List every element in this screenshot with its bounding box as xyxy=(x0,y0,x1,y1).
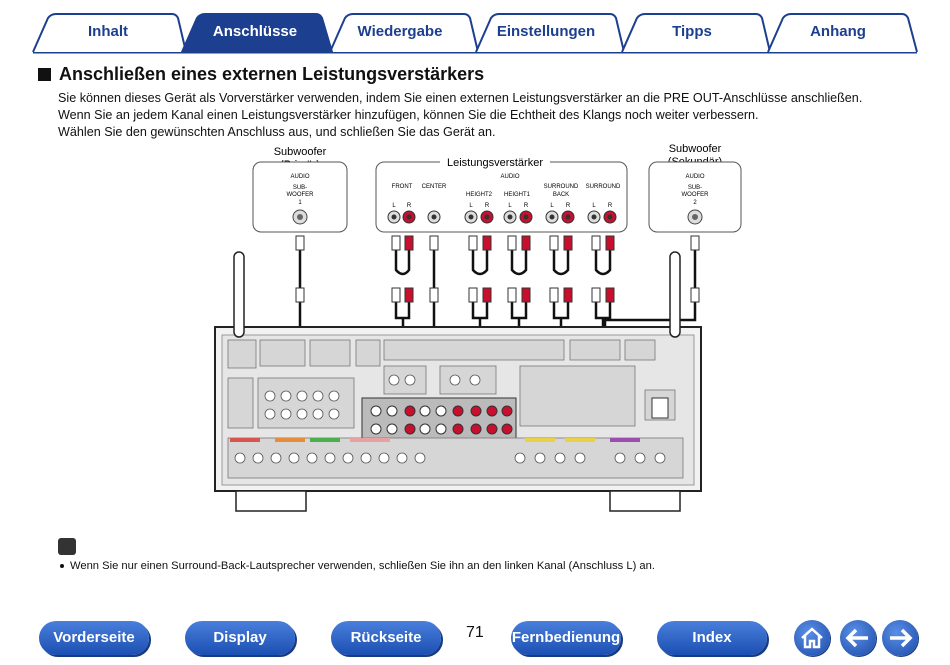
note-text: Wenn Sie nur einen Surround-Back-Lautspr… xyxy=(70,560,655,572)
subwoofer-primary: Subwoofer (Primär) AUDIO SUB- WOOFER 1 xyxy=(252,146,348,233)
tab-anschluesse[interactable]: Anschlüsse xyxy=(212,23,298,40)
tab-tipps[interactable]: Tipps xyxy=(672,23,712,40)
nav-fernbedienung-button[interactable]: Fernbedienung xyxy=(511,621,621,655)
amp-sb: BACK xyxy=(553,192,569,198)
sub1-title: Subwoofer xyxy=(274,146,327,158)
amp-front: FRONT xyxy=(392,184,413,190)
amp-center: CENTER xyxy=(422,184,447,190)
pencil-icon xyxy=(58,538,76,555)
amp-title: Leistungsverstärker xyxy=(447,157,543,169)
sub1-label: WOOFER xyxy=(287,192,315,198)
lr-label: R xyxy=(608,203,613,209)
home-button[interactable] xyxy=(794,620,830,656)
lr-label: R xyxy=(566,203,571,209)
back-arrow-icon xyxy=(845,628,868,648)
sub2-label: WOOFER xyxy=(682,192,710,198)
tab-shapes xyxy=(32,13,918,54)
lr-label: R xyxy=(485,203,490,209)
intro-line: Wenn Sie an jedem Kanal einen Leistungsv… xyxy=(58,108,759,122)
plug-heads xyxy=(295,235,700,303)
nav-vorderseite-button[interactable]: Vorderseite xyxy=(39,621,149,655)
home-icon xyxy=(801,627,823,649)
tab-wiedergabe[interactable]: Wiedergabe xyxy=(357,23,443,40)
lr-label: L xyxy=(469,203,473,209)
lr-label: L xyxy=(592,203,596,209)
lr-label: R xyxy=(524,203,529,209)
sub2-audio: AUDIO xyxy=(685,174,704,180)
sub1-num: 1 xyxy=(298,200,302,206)
amp-height2: HEIGHT2 xyxy=(466,192,493,198)
lr-label: L xyxy=(550,203,554,209)
subwoofer-secondary: Subwoofer (Sekundär) AUDIO SUB- WOOFER 2 xyxy=(648,143,742,233)
amp-surround: SURROUND xyxy=(586,184,621,190)
receiver-rear-panel xyxy=(214,251,702,512)
title-square-icon xyxy=(38,68,51,81)
lr-label: L xyxy=(392,203,396,209)
amp-sb: SURROUND xyxy=(544,184,579,190)
tab-anhang[interactable]: Anhang xyxy=(810,23,866,40)
sub2-title: Subwoofer xyxy=(669,143,722,155)
sub2-label: SUB- xyxy=(688,185,702,191)
amp-height1: HEIGHT1 xyxy=(504,192,531,198)
nav-rueckseite-button[interactable]: Rückseite xyxy=(331,621,441,655)
amp-audio: AUDIO xyxy=(500,174,519,180)
bullet-icon xyxy=(60,564,64,569)
sub1-label: SUB- xyxy=(293,185,307,191)
section-title: Anschließen eines externen Leistungsvers… xyxy=(38,64,484,85)
lr-label: R xyxy=(407,203,412,209)
tab-einstellungen[interactable]: Einstellungen xyxy=(496,23,596,40)
page-number: 71 xyxy=(466,624,484,641)
section-title-text: Anschließen eines externen Leistungsvers… xyxy=(59,64,485,84)
tab-inhalt[interactable]: Inhalt xyxy=(88,23,128,40)
note: Wenn Sie nur einen Surround-Back-Lautspr… xyxy=(60,560,655,572)
intro-line: Sie können dieses Gerät als Vorverstärke… xyxy=(58,91,863,105)
intro-text: Sie können dieses Gerät als Vorverstärke… xyxy=(58,90,918,141)
lr-label: L xyxy=(508,203,512,209)
back-button[interactable] xyxy=(840,620,876,656)
tab-bar: Inhalt Anschlüsse Wiedergabe Einstellung… xyxy=(0,0,950,56)
intro-line: Wählen Sie den gewünschten Anschluss aus… xyxy=(58,125,496,139)
forward-arrow-icon xyxy=(890,628,913,648)
forward-button[interactable] xyxy=(882,620,918,656)
sub1-audio: AUDIO xyxy=(290,174,309,180)
nav-index-button[interactable]: Index xyxy=(657,621,767,655)
sub2-num: 2 xyxy=(693,200,697,206)
nav-display-button[interactable]: Display xyxy=(185,621,295,655)
power-amplifier: Leistungsverstärker AUDIO FRONT CENTER H… xyxy=(375,155,628,233)
